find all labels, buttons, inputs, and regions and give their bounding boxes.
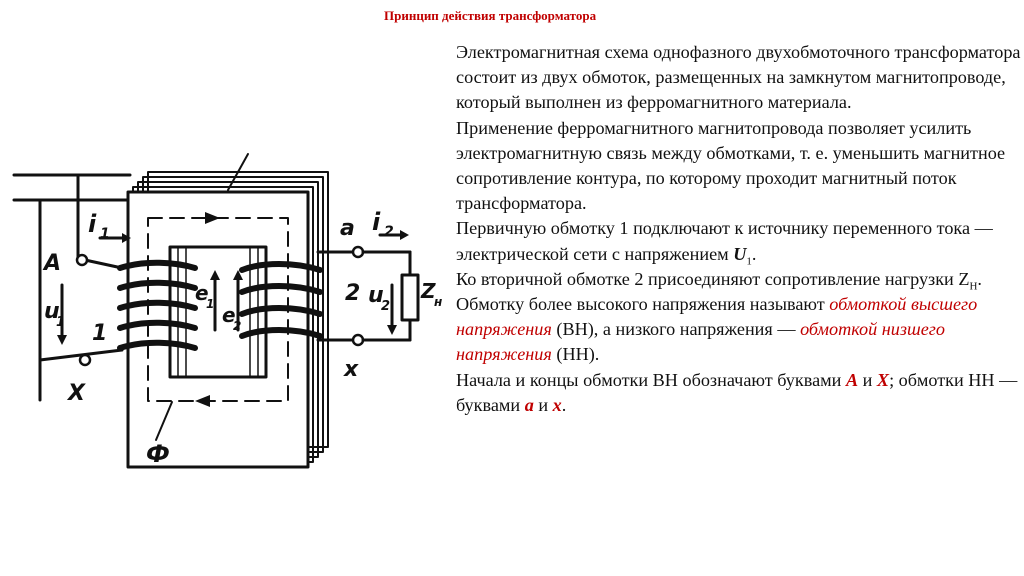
slide-title: Принцип действия трансформатора — [384, 8, 597, 23]
terminal-x-label: x — [343, 357, 359, 382]
current-i1-subscript: 1 — [100, 226, 110, 242]
paragraph-6: Начала и концы обмотки ВН обозначают бук… — [456, 369, 1018, 415]
voltage-u1-subscript: 1 — [56, 315, 65, 330]
emf-e1-label: e — [195, 281, 209, 305]
load-zn-label: Z — [420, 279, 436, 303]
term-low-voltage-winding: обмоткой низшего напряжения — [456, 319, 945, 365]
paragraph-1: Электромагнитная схема однофазного двухо… — [456, 42, 1021, 113]
emf-e2-label: e — [222, 303, 236, 327]
winding-2-label: 2 — [345, 281, 360, 306]
winding-1-label: 1 — [92, 321, 107, 346]
paragraph-5: Обмотку более высокого напряжения называ… — [456, 294, 978, 365]
current-i1-label: i — [88, 210, 97, 238]
letter-x-small: х — [552, 394, 562, 415]
letter-X: Х — [876, 369, 890, 390]
voltage-u1-symbol: U — [733, 243, 747, 264]
flux-phi-label: Ф — [146, 440, 170, 468]
terminal-A-label: A — [42, 251, 61, 276]
transformer-diagram: A X a x i 1 i 2 u 1 u 2 e 1 e 2 1 2 Z н … — [12, 153, 442, 469]
letter-A: А — [845, 369, 859, 390]
paragraph-3: Первичную обмотку 1 подключают к источни… — [456, 218, 993, 268]
voltage-u2-label: u — [368, 283, 384, 308]
voltage-u1-label: u — [44, 299, 60, 324]
emf-e1-subscript: 1 — [206, 297, 214, 311]
term-high-voltage-winding: обмоткой высшего напряжения — [456, 294, 978, 340]
current-i2-subscript: 2 — [384, 224, 394, 240]
emf-e2-subscript: 2 — [233, 319, 241, 333]
terminal-X-label: X — [66, 381, 86, 406]
letter-a-small: а — [524, 394, 534, 415]
voltage-u2-subscript: 2 — [381, 299, 390, 314]
current-i2-label: i — [372, 208, 381, 236]
paragraph-4: Ко вторичной обмотке 2 присоединяют сопр… — [456, 268, 982, 293]
description-text: Электромагнитная схема однофазного двухо… — [456, 40, 1022, 418]
terminal-a-label: a — [340, 216, 355, 241]
load-zn-subscript: н — [434, 295, 442, 309]
paragraph-2: Применение ферромагнитного магнитопровод… — [456, 117, 1006, 214]
